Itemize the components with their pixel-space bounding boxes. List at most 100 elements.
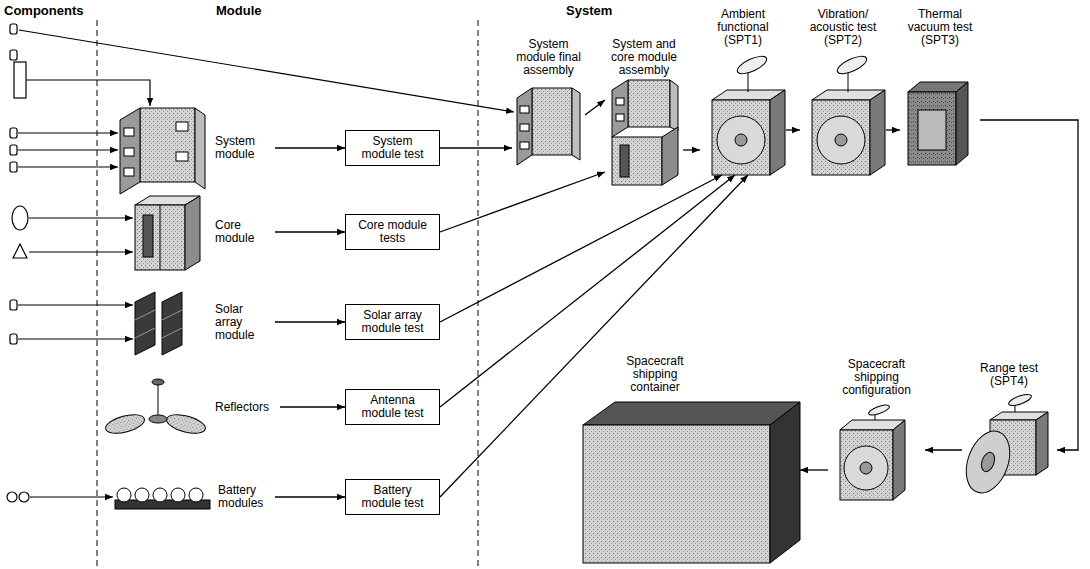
figure-caption: System module <box>215 135 267 161</box>
flow-connector <box>275 147 345 148</box>
final-assembly-figure <box>517 88 532 165</box>
thermal-chamber-figure <box>908 92 956 165</box>
heading-holder: System <box>566 3 612 18</box>
component-arrow <box>19 30 514 112</box>
figure-node: Reflectors <box>100 372 280 440</box>
battery-figure <box>115 488 210 509</box>
solar-array-figure <box>135 328 155 338</box>
flow-connector <box>980 120 1078 450</box>
thermal-chamber-figure <box>918 110 946 150</box>
shipping-container-figure <box>583 402 800 563</box>
shipping-container-figure <box>583 402 800 425</box>
component-arrow <box>18 132 118 133</box>
spacecraft-figure <box>712 53 785 175</box>
system-module-figure <box>120 108 140 194</box>
column-heading: Components <box>4 3 83 18</box>
figure-node: Battery modules <box>112 480 275 516</box>
component-icon <box>7 492 17 502</box>
component-arrow <box>18 338 133 339</box>
figure-node: System module <box>112 98 275 195</box>
spacecraft-figure <box>712 100 770 175</box>
figure-caption: Core module <box>215 219 267 245</box>
flow-connector <box>275 231 345 232</box>
shipping-configuration-figure <box>893 420 905 500</box>
solar-array-figure <box>135 292 182 355</box>
system-core-assembly-figure <box>616 98 624 105</box>
figure-caption: Vibration/ acoustic test (SPT2) <box>800 8 886 47</box>
final-assembly-figure <box>517 88 580 165</box>
figure-caption: Spacecraft shipping container <box>615 355 695 394</box>
shipping-configuration-figure <box>860 462 872 474</box>
flow-connector <box>440 175 748 497</box>
figure-node: Vibration/ acoustic test (SPT2) <box>800 8 886 175</box>
flow-connector <box>275 321 345 322</box>
figure-caption: Range test (SPT4) <box>969 362 1049 388</box>
core-module-figure <box>135 196 200 270</box>
box-label: System module test <box>355 135 430 161</box>
figure-node: Thermal vacuum test (SPT3) <box>900 8 980 165</box>
core-module-figure <box>143 215 153 257</box>
figure-caption: Battery modules <box>218 484 270 510</box>
reflector-figure <box>149 415 167 423</box>
battery-figure <box>117 488 131 502</box>
figure-caption: Thermal vacuum test (SPT3) <box>900 8 980 47</box>
flow-connector <box>440 172 605 232</box>
figure-caption: Spacecraft shipping configuration <box>828 358 925 397</box>
spacecraft-figure <box>812 100 870 175</box>
flow-connector <box>786 129 800 130</box>
component-icon <box>10 162 17 172</box>
figure-caption: Solar array module <box>215 303 265 342</box>
figure-node: Core module <box>125 192 275 278</box>
system-core-assembly-figure <box>620 145 629 177</box>
thermal-chamber-figure <box>956 82 968 165</box>
battery-figure <box>153 488 167 502</box>
heading-holder: Module <box>216 3 262 18</box>
flow-connector <box>585 100 605 115</box>
box-label: Battery module test <box>355 484 430 510</box>
component-icon <box>10 334 17 344</box>
box-label: Core module tests <box>355 219 430 245</box>
final-assembly-figure <box>520 106 529 113</box>
figure-caption: Ambient functional (SPT1) <box>700 8 786 47</box>
solar-array-figure <box>162 292 182 355</box>
system-module-figure <box>195 108 205 189</box>
core-module-figure <box>160 205 161 270</box>
core-module-figure <box>185 196 200 270</box>
figure-node: System and core module assembly <box>605 38 683 185</box>
flow-connector <box>440 147 512 148</box>
component-arrow <box>30 496 113 497</box>
flow-connector <box>440 175 735 407</box>
component-arrow <box>18 30 514 497</box>
flow-connector <box>275 496 345 497</box>
test-box: Antenna module test <box>345 389 440 425</box>
range-test-figure <box>1007 392 1032 408</box>
battery-figure <box>189 488 203 502</box>
flow-connector <box>886 129 900 130</box>
shipping-container-figure <box>770 402 800 563</box>
system-core-assembly-figure <box>628 80 670 127</box>
system-module-figure <box>124 148 134 156</box>
spacecraft-figure <box>870 90 885 175</box>
system-core-assembly-figure <box>670 80 678 131</box>
spacecraft-figure <box>735 134 747 146</box>
spacecraft-figure <box>735 53 769 77</box>
system-core-assembly-figure <box>662 127 678 185</box>
test-box: System module test <box>345 130 440 166</box>
spacecraft-figure <box>835 53 869 77</box>
component-icon <box>10 50 17 60</box>
figure-node: Ambient functional (SPT1) <box>700 8 786 175</box>
component-arrow <box>29 251 133 252</box>
component-icon <box>13 244 27 258</box>
component-icon <box>7 24 29 502</box>
solar-array-figure <box>162 328 182 338</box>
system-core-assembly-figure <box>612 80 678 185</box>
component-icon <box>10 300 17 310</box>
component-icon <box>10 24 17 34</box>
figure-node: Spacecraft shipping container <box>583 355 800 565</box>
box-label: Antenna module test <box>355 394 430 420</box>
range-test-figure <box>1036 412 1048 475</box>
flow-connector <box>683 149 700 150</box>
final-assembly-figure <box>532 88 572 155</box>
